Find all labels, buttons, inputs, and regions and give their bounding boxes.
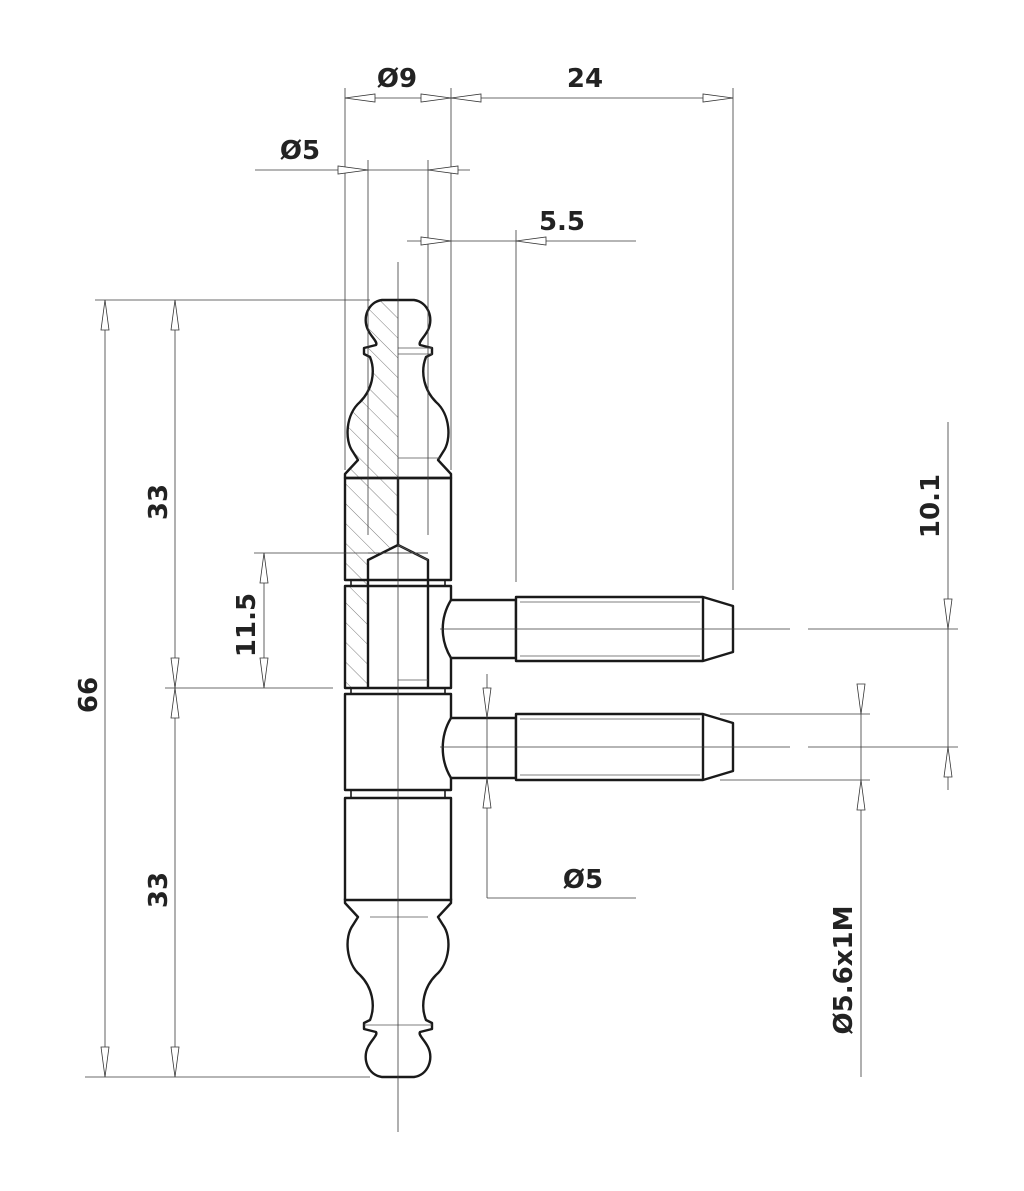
dimension-arrowhead bbox=[515, 236, 547, 246]
dimension-arrowhead bbox=[170, 299, 180, 331]
dimension-arrowhead bbox=[420, 93, 452, 103]
dimension-arrowhead bbox=[702, 93, 734, 103]
dim-lower-half: 33 bbox=[144, 872, 174, 908]
dimension-arrowhead bbox=[943, 598, 953, 630]
dim-total-height: 66 bbox=[74, 677, 104, 713]
dim-pin-spacing: 10.1 bbox=[916, 474, 946, 538]
dimension-arrowhead bbox=[100, 1046, 110, 1078]
dimension-arrowhead bbox=[482, 777, 492, 809]
dimension-arrowhead bbox=[856, 683, 866, 715]
dimension-arrowhead bbox=[427, 165, 459, 175]
dimension-arrowhead bbox=[482, 687, 492, 719]
top-finial bbox=[343, 298, 453, 480]
dimension-arrowhead bbox=[943, 746, 953, 778]
dim-pin-diameter: Ø5 bbox=[563, 865, 603, 895]
dimension-arrowhead bbox=[259, 657, 269, 689]
dimension-arrowhead bbox=[344, 93, 376, 103]
dimension-arrows bbox=[100, 93, 953, 1078]
dimension-arrowhead bbox=[170, 1046, 180, 1078]
dimension-arrowhead bbox=[420, 236, 452, 246]
dimension-labels: Ø9 24 Ø5 5.5 Ø5 66 33 33 11.5 10.1 Ø5.6x… bbox=[74, 64, 946, 1034]
dimension-arrowhead bbox=[450, 93, 482, 103]
dim-leaf-height: 11.5 bbox=[232, 593, 262, 657]
dim-thread-size: Ø5.6x1M bbox=[829, 906, 859, 1035]
section-hatch bbox=[345, 300, 398, 688]
dim-bore-diameter: Ø5 bbox=[280, 136, 320, 166]
dimension-arrowhead bbox=[856, 779, 866, 811]
dimension-arrowhead bbox=[337, 165, 369, 175]
dimension-arrowhead bbox=[100, 299, 110, 331]
dim-barrel-diameter: Ø9 bbox=[377, 64, 417, 94]
dim-pin-offset: 5.5 bbox=[539, 207, 585, 237]
dimension-arrowhead bbox=[259, 552, 269, 584]
dim-pin-reach: 24 bbox=[567, 64, 603, 94]
dimension-arrowhead bbox=[170, 687, 180, 719]
dim-upper-half: 33 bbox=[144, 484, 174, 520]
dimension-arrowhead bbox=[170, 657, 180, 689]
